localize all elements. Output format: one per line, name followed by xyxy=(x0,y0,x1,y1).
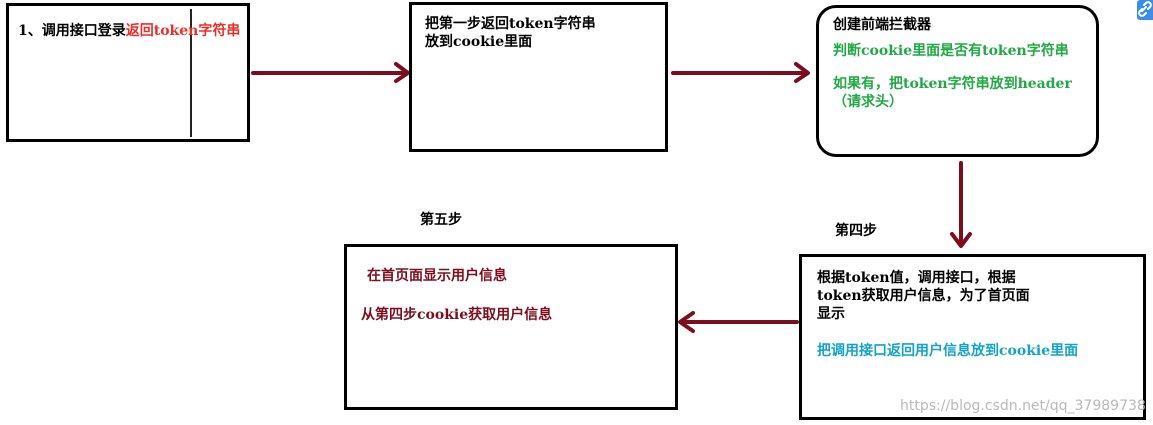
step1-divider xyxy=(190,9,192,137)
step3-box xyxy=(816,5,1099,157)
step4-line3: 显示 xyxy=(817,306,845,322)
step2-line1: 把第一步返回token字符串 xyxy=(425,16,596,32)
step5-line2: 从第四步cookie获取用户信息 xyxy=(361,307,553,323)
step1-text: 1、调用接口登录返回token字符串 xyxy=(18,22,240,40)
step5-label: 第五步 xyxy=(420,212,462,228)
step1-box xyxy=(6,3,250,142)
link-icon[interactable] xyxy=(1137,0,1153,20)
step1-text-highlight: 返回token字符串 xyxy=(125,23,241,39)
step1-text-prefix: 1、调用接口登录 xyxy=(18,23,126,39)
step4-label: 第四步 xyxy=(835,223,877,239)
step3-title: 创建前端拦截器 xyxy=(833,17,931,33)
arrow-step4-to-step5 xyxy=(678,311,799,333)
step3-line1: 判断cookie里面是否有token字符串 xyxy=(833,43,1069,59)
step4-line2: token获取用户信息，为了首页面 xyxy=(817,288,1030,304)
step4-line4: 把调用接口返回用户信息放到cookie里面 xyxy=(817,343,1079,359)
step3-line2: 如果有，把token字符串放到header xyxy=(833,76,1072,92)
arrow-step2-to-step3 xyxy=(671,62,810,83)
step4-box xyxy=(799,254,1146,420)
step4-line1: 根据token值，调用接口，根据 xyxy=(817,270,1016,286)
watermark: https://blog.csdn.net/qq_37989738 xyxy=(900,398,1146,414)
step3-line3: （请求头） xyxy=(833,94,903,110)
step5-box xyxy=(344,244,678,410)
arrow-step1-to-step2 xyxy=(251,62,410,83)
step5-line1: 在首页面显示用户信息 xyxy=(367,268,507,284)
arrow-step3-to-step4 xyxy=(950,161,972,248)
step2-box xyxy=(409,2,668,152)
step2-line2: 放到cookie里面 xyxy=(425,34,533,50)
